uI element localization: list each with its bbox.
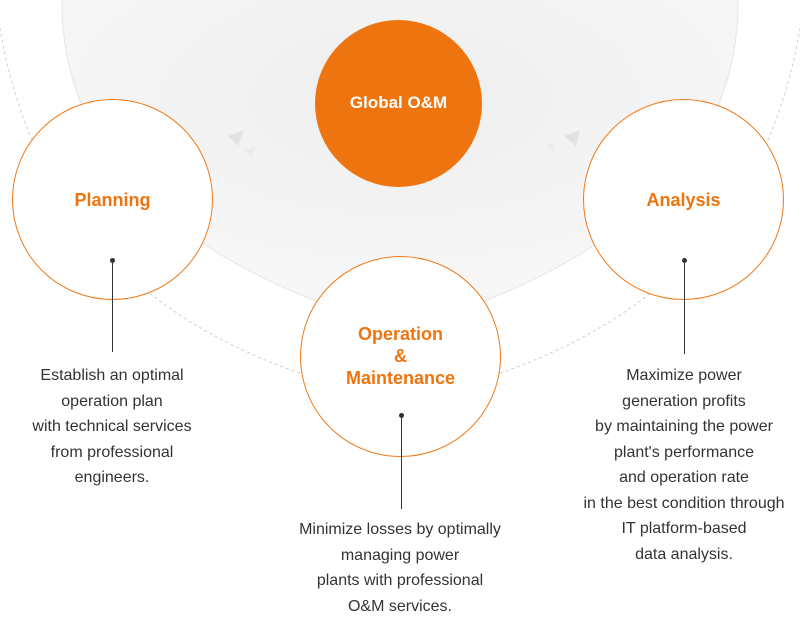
arrow-right-tail-icon <box>546 142 556 152</box>
stage-planning-description: Establish an optimal operation plan with… <box>32 367 192 486</box>
stage-operation-title: Operation & Maintenance <box>345 324 456 388</box>
stage-analysis-dot <box>681 257 687 263</box>
stage-planning-title: Planning <box>74 190 151 210</box>
stage-operation-description: Minimize losses by optimally managing po… <box>299 521 501 615</box>
hub-circle: Global O&M <box>315 20 482 187</box>
stage-analysis-description: Maximize power generation profits by mai… <box>583 367 785 563</box>
stage-planning-connector <box>111 262 113 352</box>
arrow-left-tail-icon <box>244 146 256 156</box>
stage-operation-dot <box>398 412 404 418</box>
hub-label: Global O&M <box>349 93 448 112</box>
stage-planning-dot <box>109 257 115 263</box>
arrow-left-icon <box>228 130 244 146</box>
stage-analysis-title: Analysis <box>646 190 721 210</box>
stage-analysis-connector <box>683 262 685 354</box>
stage-operation-connector <box>400 417 402 509</box>
stage-planning-circle: Planning <box>12 99 213 300</box>
arrow-right-icon <box>564 130 580 146</box>
